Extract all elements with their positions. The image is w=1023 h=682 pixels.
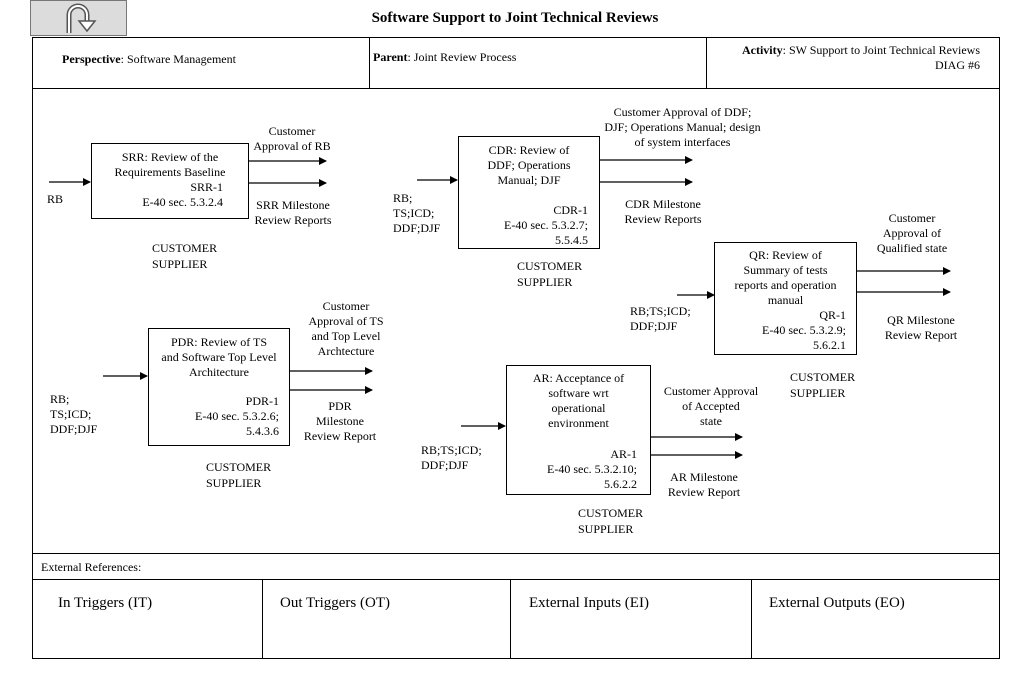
back-button[interactable] [30,0,127,36]
qr-input: RB;TS;ICD;DDF;DJF [630,304,691,333]
header-divider [32,88,1000,89]
external-divider [32,553,1000,554]
external-references-label: External References: [41,560,142,574]
pdr-input: RB;TS;ICD;DDF;DJF [50,392,98,436]
out-triggers-cell: Out Triggers (OT) [280,595,391,611]
diagram-frame [32,37,1000,659]
srr-input: RB [47,192,64,206]
activity: Activity: SW Support to Joint Technical … [712,43,980,73]
external-outputs-cell: External Outputs (EO) [769,595,905,611]
cdr-output-1: Customer Approval of DDF;DJF; Operations… [604,105,761,149]
ar-input: RB;TS;ICD;DDF;DJF [421,443,482,472]
header-sep-1 [369,37,370,88]
perspective: Perspective: Software Management [62,52,236,66]
page-title: Software Support to Joint Technical Revi… [371,10,659,26]
cdr-input: RB;TS;ICD;DDF;DJF [393,191,441,235]
external-cells-divider [32,579,1000,580]
header-sep-2 [706,37,707,88]
in-triggers-cell: In Triggers (IT) [58,595,153,611]
diag-number: DIAG #6 [935,58,980,72]
ext-sep-3 [751,579,752,659]
external-inputs-cell: External Inputs (EI) [529,595,649,611]
ext-sep-1 [262,579,263,659]
u-turn-back-icon [66,3,97,33]
ext-sep-2 [510,579,511,659]
parent: Parent: Joint Review Process [373,50,517,64]
